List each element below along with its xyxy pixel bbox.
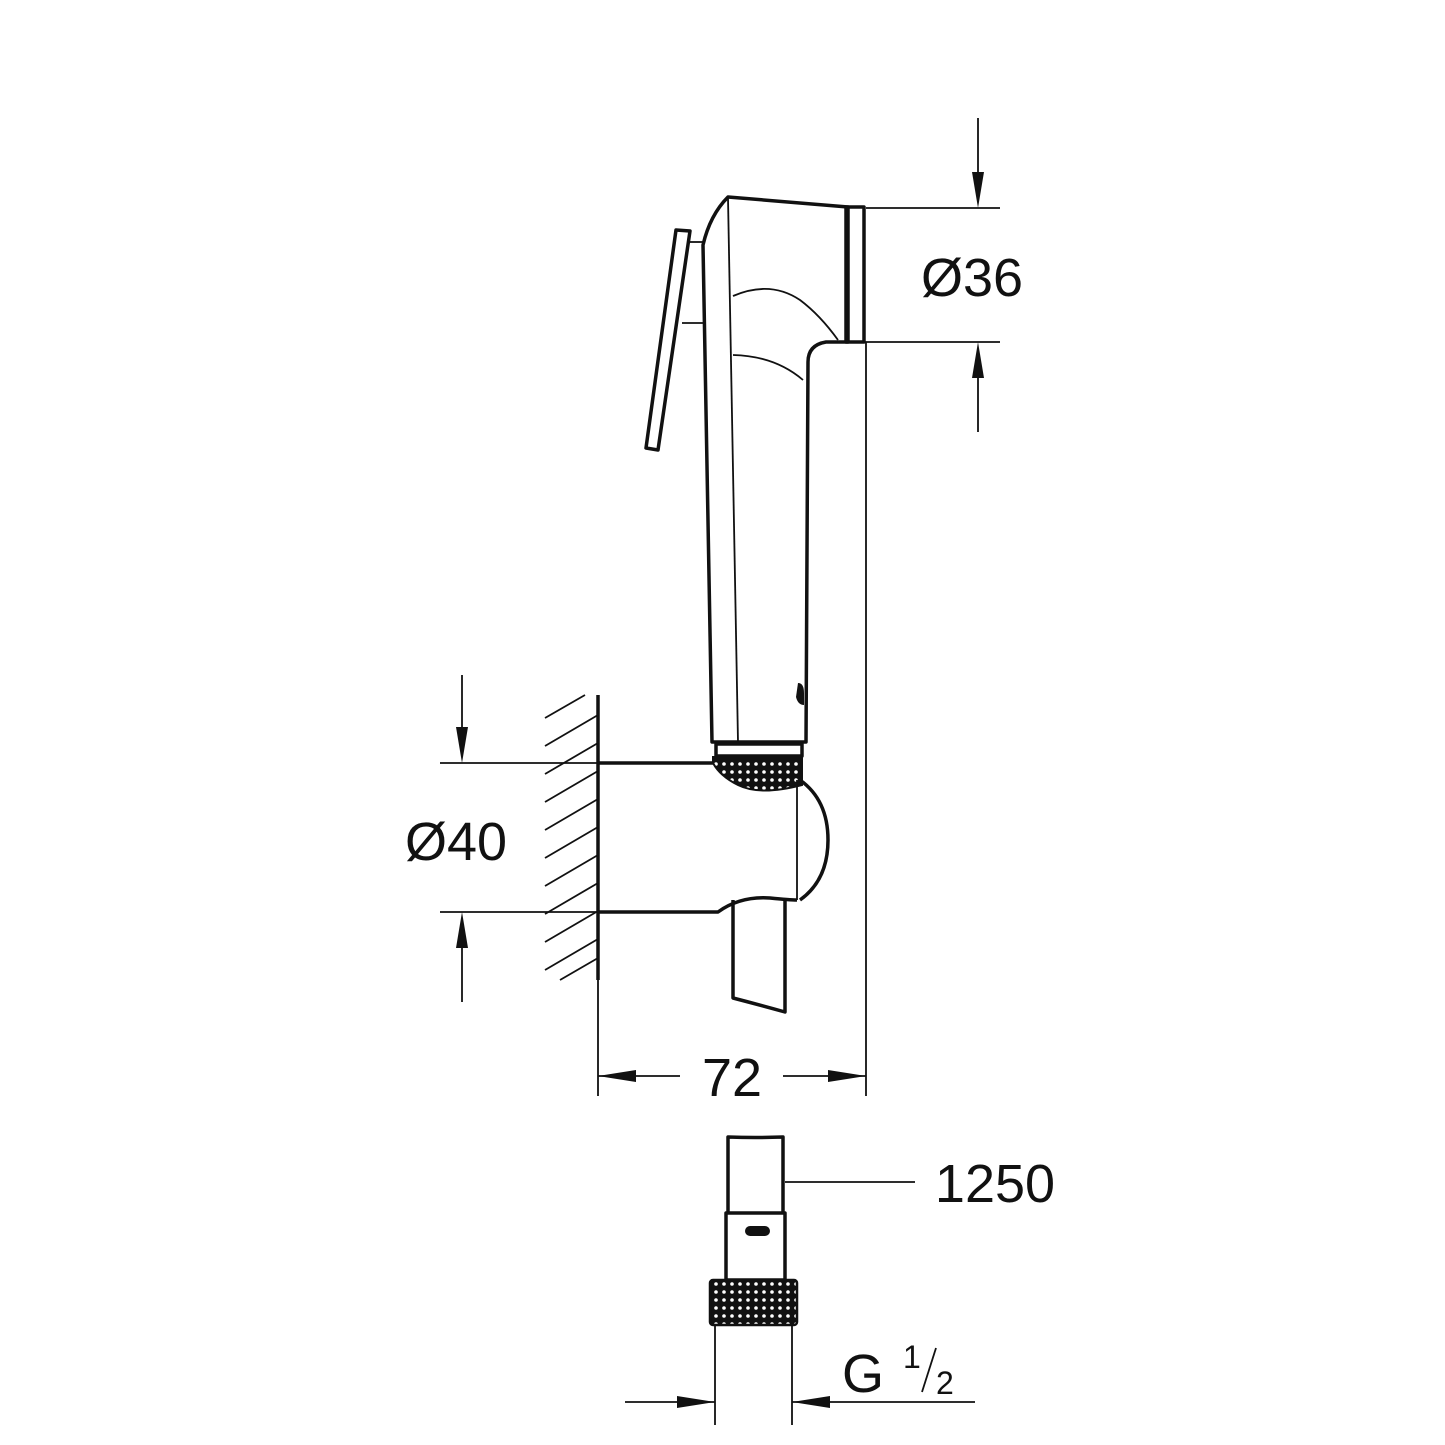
wall: [544, 694, 600, 981]
wall-holder: [598, 742, 830, 1014]
spray-head: [644, 195, 866, 744]
thread-label-g: G: [842, 1344, 884, 1404]
thread-numerator: 1: [903, 1339, 921, 1375]
dimension-projection: 72: [597, 342, 867, 1108]
holder-diameter-label: Ø40: [405, 812, 507, 872]
head-mark: [796, 683, 804, 705]
fitting-mark: [745, 1226, 770, 1236]
dimension-head-diameter: Ø36: [826, 118, 1023, 432]
hose-length-label: 1250: [935, 1154, 1055, 1214]
thread-denominator: 2: [936, 1365, 954, 1401]
dimension-holder-diameter: Ø40: [405, 675, 598, 1002]
knurled-nut: [708, 1278, 799, 1327]
head-diameter-label: Ø36: [921, 248, 1023, 308]
trigger-lever: [644, 228, 692, 452]
projection-label: 72: [702, 1048, 762, 1108]
hose-end: 1250 G 1 2: [625, 1135, 1055, 1425]
